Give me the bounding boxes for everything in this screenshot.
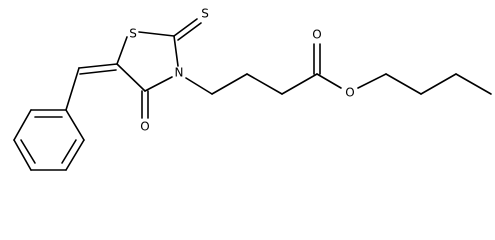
bond-butyl-2	[385, 73, 422, 95]
bond-o-butyl	[357, 73, 387, 89]
bond-benzene-inner-2	[61, 139, 77, 164]
atom-label-n: N	[175, 66, 184, 80]
atom-label-o-carbonyl: O	[312, 28, 321, 42]
bond-chain-4	[281, 73, 318, 95]
bond-thione-a	[173, 18, 198, 37]
bond-benzene-5	[13, 109, 32, 141]
bond-benzene-2	[65, 139, 85, 171]
bond-phenyl-ch	[65, 67, 80, 111]
bond-n-c4	[144, 76, 173, 92]
atom-label-s-thione: S	[201, 7, 209, 21]
bond-c4-c5	[116, 63, 146, 92]
bond-benzene-4	[13, 139, 32, 171]
bond-benzene-inner-3	[20, 139, 36, 164]
atom-label-o-ester: O	[345, 86, 354, 100]
bond-chain-2	[211, 73, 248, 95]
bond-butyl-3	[420, 73, 457, 95]
bond-ester-c-o	[316, 73, 342, 89]
bond-thione-b	[177, 22, 202, 41]
atom-label-s-ring: S	[129, 27, 137, 41]
atom-labels: S S N O O O	[129, 7, 355, 134]
bond-butyl-4	[455, 73, 492, 95]
bond-c5-s1	[116, 36, 128, 65]
chemical-structure-diagram: S S N O O O	[13, 7, 492, 171]
bond-c2-n	[173, 35, 179, 67]
bonds	[13, 18, 492, 171]
bond-chain-3	[246, 73, 283, 95]
bond-exocyclic-double-a	[78, 63, 118, 69]
bond-s1-c2	[138, 31, 175, 37]
atom-label-o-ring: O	[140, 120, 149, 134]
bond-benzene-1	[65, 109, 85, 141]
bond-n-ch2	[185, 77, 213, 95]
bond-exocyclic-double-b	[79, 69, 117, 75]
